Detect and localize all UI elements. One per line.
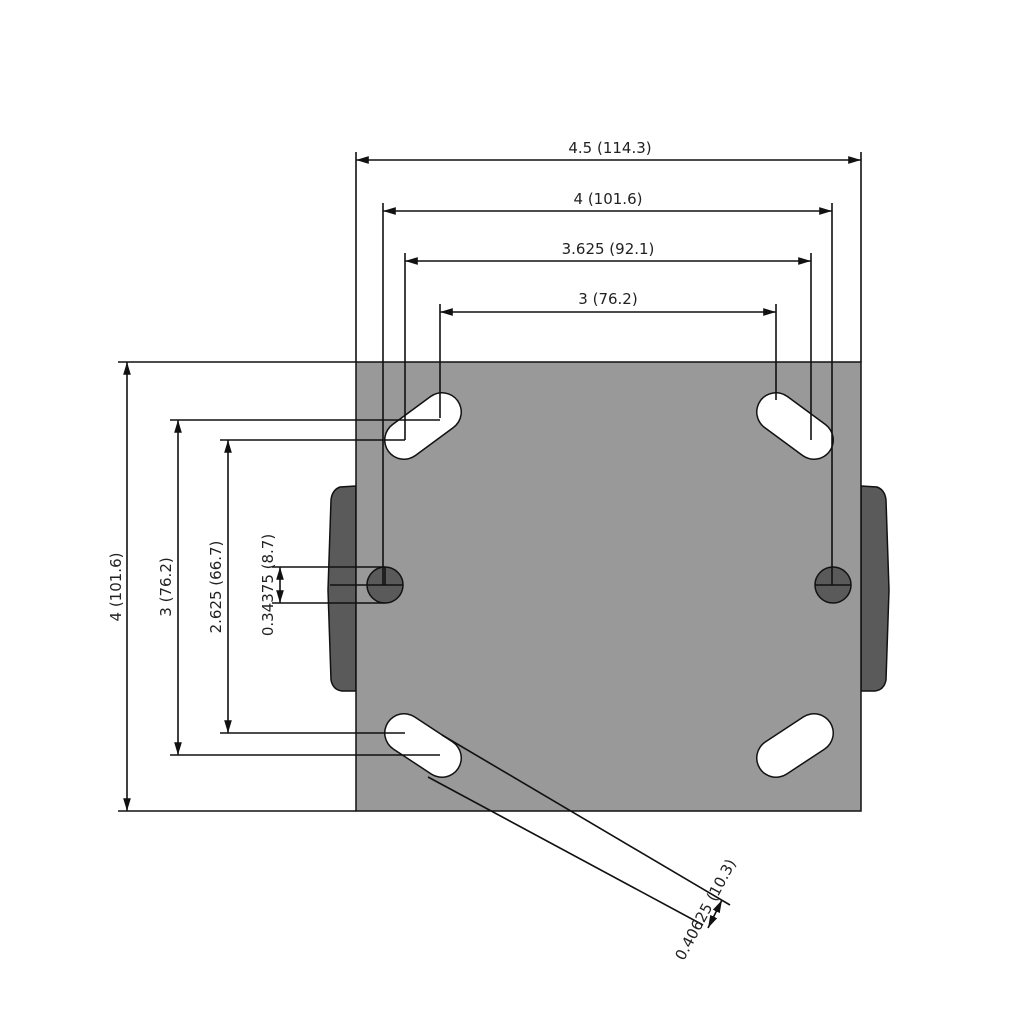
dim-hole-diameter: 0.34375 (8.7) (259, 534, 277, 636)
left-wheel (327, 485, 357, 692)
right-wheel (860, 485, 890, 692)
dim-slot-inner-height: 2.625 (66.7) (207, 541, 225, 634)
dim-slot-height: 3 (76.2) (157, 557, 175, 616)
dim-slot-width: 0.40625 (10.3) (671, 856, 739, 963)
dim-overall-width: 4.5 (114.3) (568, 139, 651, 157)
dimension-lines (123, 156, 861, 929)
mounting-slots (384, 392, 834, 778)
extension-lines (118, 152, 862, 926)
dim-overall-height: 4 (101.6) (107, 553, 125, 622)
dim-outer-bolt-width: 4 (101.6) (574, 190, 643, 208)
dim-slot-inner-width: 3 (76.2) (578, 290, 637, 308)
dim-slot-outer-width: 3.625 (92.1) (562, 240, 655, 258)
